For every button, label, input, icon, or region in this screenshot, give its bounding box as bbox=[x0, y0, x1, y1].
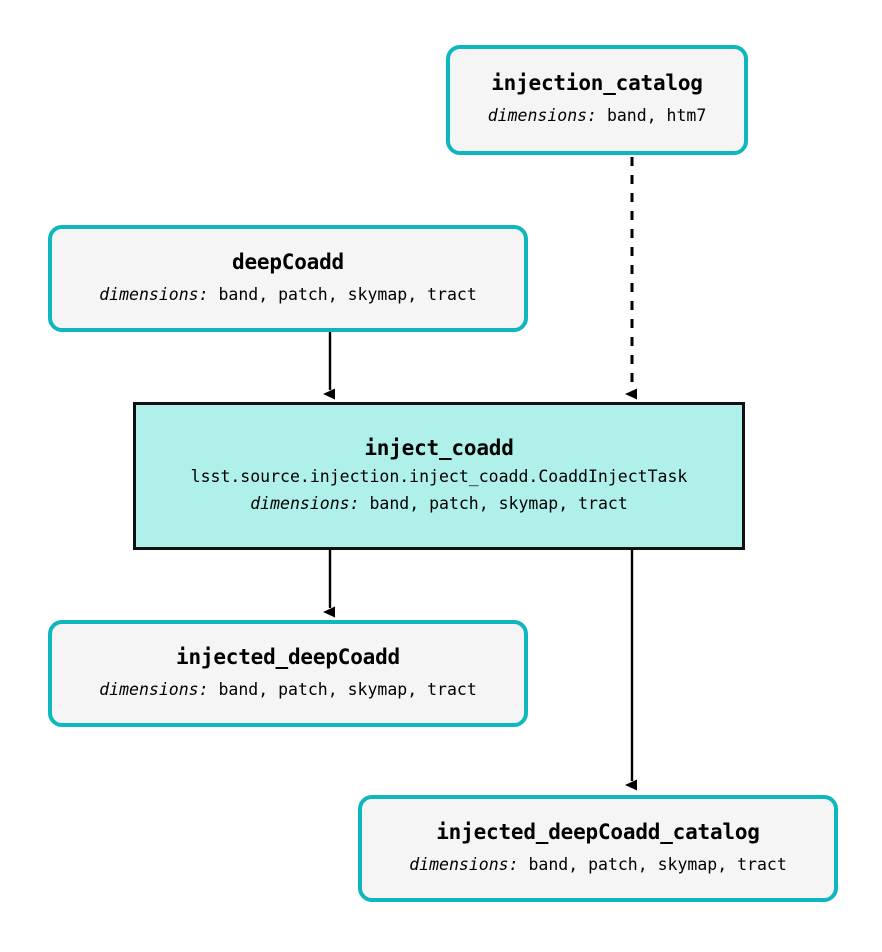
node-dimensions: dimensions: band, patch, skymap, tract bbox=[409, 854, 787, 876]
dimensions-value: band, htm7 bbox=[606, 106, 707, 126]
node-injected-deepcoadd[interactable]: injected_deepCoadd dimensions: band, pat… bbox=[48, 620, 528, 727]
dimensions-value: band, patch, skymap, tract bbox=[218, 284, 477, 304]
dimensions-label: dimensions: bbox=[487, 106, 597, 126]
dimensions-value: band, patch, skymap, tract bbox=[369, 493, 628, 513]
dimensions-value: band, patch, skymap, tract bbox=[528, 854, 787, 874]
node-class-path: lsst.source.injection.inject_coadd.Coadd… bbox=[190, 467, 688, 487]
dimensions-label: dimensions: bbox=[250, 493, 360, 513]
node-title: deepCoadd bbox=[232, 249, 344, 274]
node-dimensions: dimensions: band, patch, skymap, tract bbox=[99, 284, 477, 306]
node-inject-coadd[interactable]: inject_coadd lsst.source.injection.injec… bbox=[133, 402, 745, 550]
node-title: injection_catalog bbox=[491, 71, 703, 96]
node-title: injected_deepCoadd_catalog bbox=[436, 819, 760, 844]
node-injected-deepcoadd-catalog[interactable]: injected_deepCoadd_catalog dimensions: b… bbox=[358, 795, 838, 902]
dimensions-label: dimensions: bbox=[99, 284, 209, 304]
node-dimensions: dimensions: band, patch, skymap, tract bbox=[250, 493, 628, 515]
node-injection-catalog[interactable]: injection_catalog dimensions: band, htm7 bbox=[446, 45, 748, 155]
dimensions-label: dimensions: bbox=[409, 854, 519, 874]
node-title: injected_deepCoadd bbox=[176, 644, 400, 669]
node-title: inject_coadd bbox=[364, 436, 514, 461]
node-deepcoadd[interactable]: deepCoadd dimensions: band, patch, skyma… bbox=[48, 225, 528, 332]
node-dimensions: dimensions: band, htm7 bbox=[488, 105, 707, 127]
dimensions-label: dimensions: bbox=[99, 679, 209, 699]
dimensions-value: band, patch, skymap, tract bbox=[218, 679, 477, 699]
node-dimensions: dimensions: band, patch, skymap, tract bbox=[99, 679, 477, 701]
